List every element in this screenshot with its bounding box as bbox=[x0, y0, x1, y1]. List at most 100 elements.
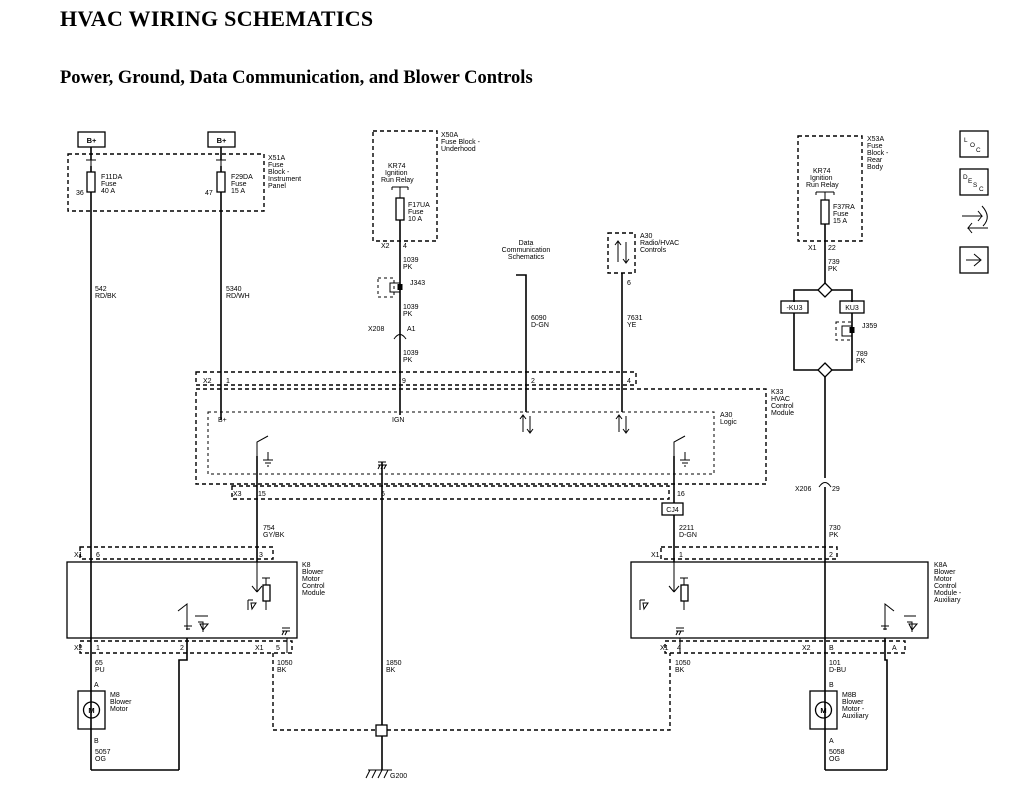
svg-text:Instrument: Instrument bbox=[268, 176, 301, 183]
svg-text:5340: 5340 bbox=[226, 286, 242, 293]
svg-text:M8B: M8B bbox=[842, 692, 857, 699]
k8a-switch-icon bbox=[884, 602, 916, 630]
svg-text:OG: OG bbox=[829, 756, 840, 763]
a30-logic-block bbox=[207, 411, 715, 475]
svg-text:J343: J343 bbox=[410, 280, 425, 287]
svg-text:Run Relay: Run Relay bbox=[381, 177, 414, 184]
f29da-fuse-icon bbox=[216, 171, 226, 193]
svg-text:X51A: X51A bbox=[268, 155, 285, 162]
svg-text:X53A: X53A bbox=[867, 136, 884, 143]
k8-label: K8 Blower Motor Control Module bbox=[302, 562, 325, 597]
svg-text:Motor -: Motor - bbox=[842, 706, 865, 713]
svg-text:754: 754 bbox=[263, 525, 275, 532]
svg-text:2211: 2211 bbox=[679, 525, 694, 532]
bplus-left: B+ bbox=[77, 131, 106, 148]
x51a-label: X51A Fuse Block - Instrument Panel bbox=[268, 155, 301, 190]
svg-text:16: 16 bbox=[677, 491, 685, 498]
x53a-fuse-block bbox=[797, 135, 863, 242]
m8-blower-motor bbox=[77, 690, 106, 730]
svg-text:PK: PK bbox=[403, 264, 413, 271]
description-view-button[interactable]: D E S C bbox=[959, 168, 989, 196]
svg-text:Fuse: Fuse bbox=[408, 209, 424, 216]
svg-text:Run Relay: Run Relay bbox=[806, 182, 839, 189]
svg-text:L: L bbox=[964, 137, 968, 144]
svg-text:PK: PK bbox=[856, 358, 866, 365]
svg-text:6090: 6090 bbox=[531, 315, 547, 322]
next-page-arrow-button[interactable] bbox=[959, 246, 989, 274]
svg-text:29: 29 bbox=[832, 486, 840, 493]
m8b-blower-motor-auxiliary bbox=[809, 690, 838, 730]
svg-text:4: 4 bbox=[627, 378, 631, 385]
svg-text:Fuse: Fuse bbox=[101, 181, 117, 188]
f37ra-fuse-icon bbox=[820, 199, 830, 225]
location-view-button[interactable]: L O C bbox=[959, 130, 989, 158]
svg-text:730: 730 bbox=[829, 525, 841, 532]
svg-text:X1: X1 bbox=[255, 645, 264, 652]
k8a-ground-icon bbox=[675, 627, 684, 636]
svg-text:2: 2 bbox=[180, 645, 184, 652]
svg-text:1850: 1850 bbox=[386, 660, 402, 667]
m8b-label: M8B Blower Motor - Auxiliary bbox=[842, 692, 869, 720]
svg-text:X2: X2 bbox=[802, 645, 811, 652]
svg-text:X3: X3 bbox=[233, 491, 242, 498]
data-communication-ref[interactable]: Data Communication Schematics bbox=[502, 240, 551, 261]
svg-text:G200: G200 bbox=[390, 773, 407, 780]
m8-label: M8 Blower Motor bbox=[110, 692, 132, 713]
svg-text:Control: Control bbox=[771, 403, 794, 410]
svg-text:6: 6 bbox=[96, 552, 100, 559]
k8-pwm-icon bbox=[247, 599, 257, 611]
svg-text:36: 36 bbox=[76, 190, 84, 197]
svg-text:F11DA: F11DA bbox=[101, 174, 123, 181]
svg-text:2: 2 bbox=[531, 378, 535, 385]
svg-text:1039: 1039 bbox=[403, 304, 419, 311]
svg-text:KR74: KR74 bbox=[813, 168, 831, 175]
svg-text:15 A: 15 A bbox=[833, 218, 847, 225]
svg-text:Module -: Module - bbox=[934, 590, 962, 597]
svg-text:K8A: K8A bbox=[934, 562, 948, 569]
svg-text:Fuse: Fuse bbox=[867, 143, 883, 150]
logic-ground-left-icon bbox=[256, 435, 273, 467]
svg-text:D: D bbox=[963, 174, 968, 181]
svg-text:Blower: Blower bbox=[842, 699, 864, 706]
svg-text:Underhood: Underhood bbox=[441, 146, 476, 153]
svg-text:Blower: Blower bbox=[934, 569, 956, 576]
svg-text:789: 789 bbox=[856, 351, 868, 358]
svg-text:K8: K8 bbox=[302, 562, 311, 569]
bplus-left-label: B+ bbox=[87, 136, 97, 145]
svg-text:Fuse Block -: Fuse Block - bbox=[441, 139, 481, 146]
svg-text:D-GN: D-GN bbox=[531, 322, 549, 329]
svg-text:1: 1 bbox=[226, 378, 230, 385]
svg-text:Communication: Communication bbox=[502, 247, 551, 254]
svg-text:B: B bbox=[829, 682, 834, 689]
svg-text:X206: X206 bbox=[795, 486, 811, 493]
svg-text:Rear: Rear bbox=[867, 157, 883, 164]
logic-ground-right-icon bbox=[673, 435, 690, 467]
svg-text:542: 542 bbox=[95, 286, 107, 293]
k33-hvac-control-module bbox=[195, 388, 767, 485]
svg-text:9: 9 bbox=[402, 378, 406, 385]
k8-resistor-icon bbox=[262, 584, 271, 602]
svg-text:C: C bbox=[979, 186, 984, 193]
svg-text:Control: Control bbox=[302, 583, 325, 590]
svg-text:Block -: Block - bbox=[867, 150, 889, 157]
svg-text:1039: 1039 bbox=[403, 257, 419, 264]
svg-text:65: 65 bbox=[95, 660, 103, 667]
connector-swap-icon[interactable] bbox=[962, 205, 988, 234]
svg-text:B: B bbox=[94, 738, 99, 745]
k33-label: K33 HVAC Control Module bbox=[771, 389, 794, 417]
svg-text:PU: PU bbox=[95, 667, 105, 674]
x51a-fuse-block bbox=[67, 153, 265, 212]
svg-text:Auxiliary: Auxiliary bbox=[842, 713, 869, 720]
data-comm-arrows-icon bbox=[519, 414, 534, 434]
svg-text:X2: X2 bbox=[381, 243, 390, 250]
svg-text:BK: BK bbox=[675, 667, 685, 674]
svg-text:A30: A30 bbox=[720, 412, 733, 419]
k8a-x2-connector bbox=[664, 640, 906, 654]
k8a-blower-motor-control-module-auxiliary bbox=[630, 561, 929, 639]
x206-connector-icon bbox=[818, 482, 832, 488]
svg-text:D-GN: D-GN bbox=[679, 532, 697, 539]
svg-text:40 A: 40 A bbox=[101, 188, 115, 195]
svg-text:101: 101 bbox=[829, 660, 841, 667]
svg-text:Fuse: Fuse bbox=[833, 211, 849, 218]
